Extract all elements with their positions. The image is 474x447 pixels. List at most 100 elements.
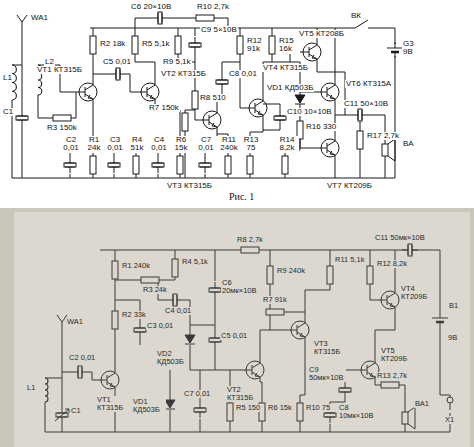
component-label: C4 0,01 [148,136,170,153]
figure-1-schematic [12,12,404,178]
wire [147,80,155,90]
wire [209,115,210,125]
component-label: WA1 [30,14,49,22]
wire [368,28,395,44]
wire [345,370,358,382]
wire [205,174,206,178]
wire [180,174,181,178]
wire [387,295,388,305]
wire [85,87,86,97]
wire [327,150,335,160]
wire [152,18,158,19]
component-label: WA1 [66,318,84,326]
capacitor-symbol [339,382,351,398]
component-label: C1 [70,407,82,415]
wire [330,417,331,423]
wire [62,372,72,373]
speaker-magnet [402,412,408,424]
wire [330,250,331,266]
resistor-symbol [267,266,273,284]
wire [115,279,116,311]
component-label: VT3 КТ315Б [166,182,213,190]
wire [135,28,136,36]
wire [297,332,305,342]
wire [309,40,317,50]
wire [135,54,155,80]
capacitor-symbol [352,109,368,121]
component-label: C9 50мк×10В [308,366,346,382]
wire [12,65,22,110]
component-label: R3 150k [46,124,78,132]
resistor-symbol [266,309,284,315]
wire [170,370,171,400]
component-label: VT1 КТ315Б [36,66,83,74]
wire [158,157,159,163]
resistor-symbol [177,156,183,174]
wire [165,409,175,410]
component-label: R13 75 [240,136,262,153]
wire [360,149,361,178]
wire [399,385,405,412]
wire [375,382,381,385]
wire [195,47,196,53]
emitter-arrow [150,95,154,99]
diode-symbol [165,400,175,409]
photo-background [0,208,474,447]
wire [412,250,418,251]
wire [405,424,406,432]
component-label: 9В [447,334,458,342]
transistor-symbol [246,96,267,120]
wire [440,322,441,328]
wire [71,92,76,118]
wire [200,412,201,418]
wire [222,84,223,90]
battery-symbol [431,312,449,328]
component-label: C11 50×10В [343,100,389,108]
resistor-symbol [367,266,373,284]
wire [17,15,27,22]
capacitor-gap [189,43,201,47]
component-label: R2 33k [121,311,147,319]
component-label: R12 8,2k [376,260,408,268]
transistor-symbol [378,288,399,312]
wire [288,330,297,331]
resistor-symbol [133,156,139,174]
wire [190,345,243,370]
wire [240,28,241,36]
wire [395,52,396,58]
wire [284,312,305,313]
wire [205,157,206,163]
component-label: R9 5,1k [162,58,192,66]
wire [215,342,216,348]
speaker-cone [388,139,395,161]
component-label: R5 5,1k [141,40,171,48]
wire [295,104,305,105]
wire [300,342,305,403]
capacitor-gap [324,413,336,417]
component-label: C5 0,01 [102,58,132,66]
component-label: R7 150k [148,104,180,112]
wire [147,87,148,97]
wire [85,94,93,104]
wire [45,372,62,378]
capacitor-symbol [152,12,168,24]
wire [136,174,137,178]
capacitor-gap [199,163,211,167]
wire [120,74,126,75]
wire [355,20,368,28]
wire [170,410,171,432]
capacitor-symbol [189,37,201,53]
capacitor-symbol [134,322,146,338]
resistor-symbol [247,156,253,174]
wire [45,402,46,432]
wire [183,300,190,335]
wire [309,54,317,64]
wire [260,382,262,403]
component-label: VT1 КТ315Б [96,396,130,412]
component-label: VT6 КТ315А [345,80,392,88]
wire [215,298,216,325]
wire [440,312,441,318]
component-label: C11 50мк×10В [374,234,426,242]
wire [260,330,288,358]
component-label: R1 240k [121,262,151,270]
